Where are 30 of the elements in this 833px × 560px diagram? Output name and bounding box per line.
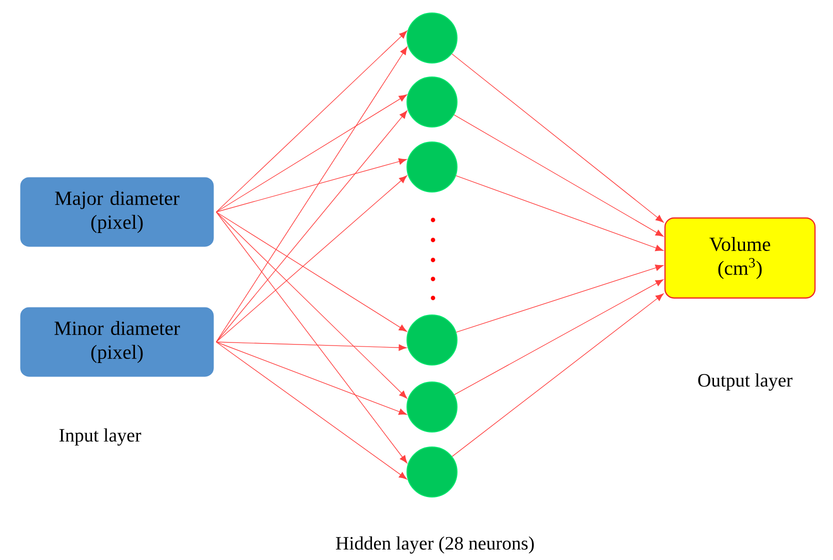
arrow: [216, 46, 408, 342]
arrow: [216, 212, 407, 332]
arrow: [452, 54, 664, 222]
arrow: [454, 114, 664, 237]
arrow: [216, 342, 407, 351]
arrow: [216, 30, 408, 212]
neuron-circle: [406, 142, 458, 192]
neuron-circle: [406, 12, 458, 64]
neuron-circle: [406, 76, 458, 128]
neuron-circle: [406, 314, 458, 366]
arrow: [216, 212, 408, 464]
arrow: [216, 342, 407, 415]
arrow: [216, 110, 408, 342]
neuron-circle: [406, 446, 458, 498]
neuron-circle: [406, 382, 458, 432]
arrow: [216, 342, 407, 480]
arrow: [216, 212, 408, 398]
input-box: Major diameter (pixel): [18, 174, 216, 250]
arrow: [454, 279, 664, 396]
arrow: [216, 158, 407, 212]
arrow: [216, 94, 407, 212]
layer-label: Input layer: [59, 428, 142, 446]
arrow: [216, 175, 408, 342]
layer-label: Output layer: [698, 373, 792, 391]
arrow: [456, 264, 664, 333]
output-box: Volume (cm$^{3}$): [664, 217, 816, 299]
arrow: [452, 294, 664, 457]
arrow: [456, 175, 664, 252]
layer-label: Hidden layer (28 neurons): [336, 536, 534, 554]
input-box: Minor diameter (pixel): [18, 304, 216, 380]
